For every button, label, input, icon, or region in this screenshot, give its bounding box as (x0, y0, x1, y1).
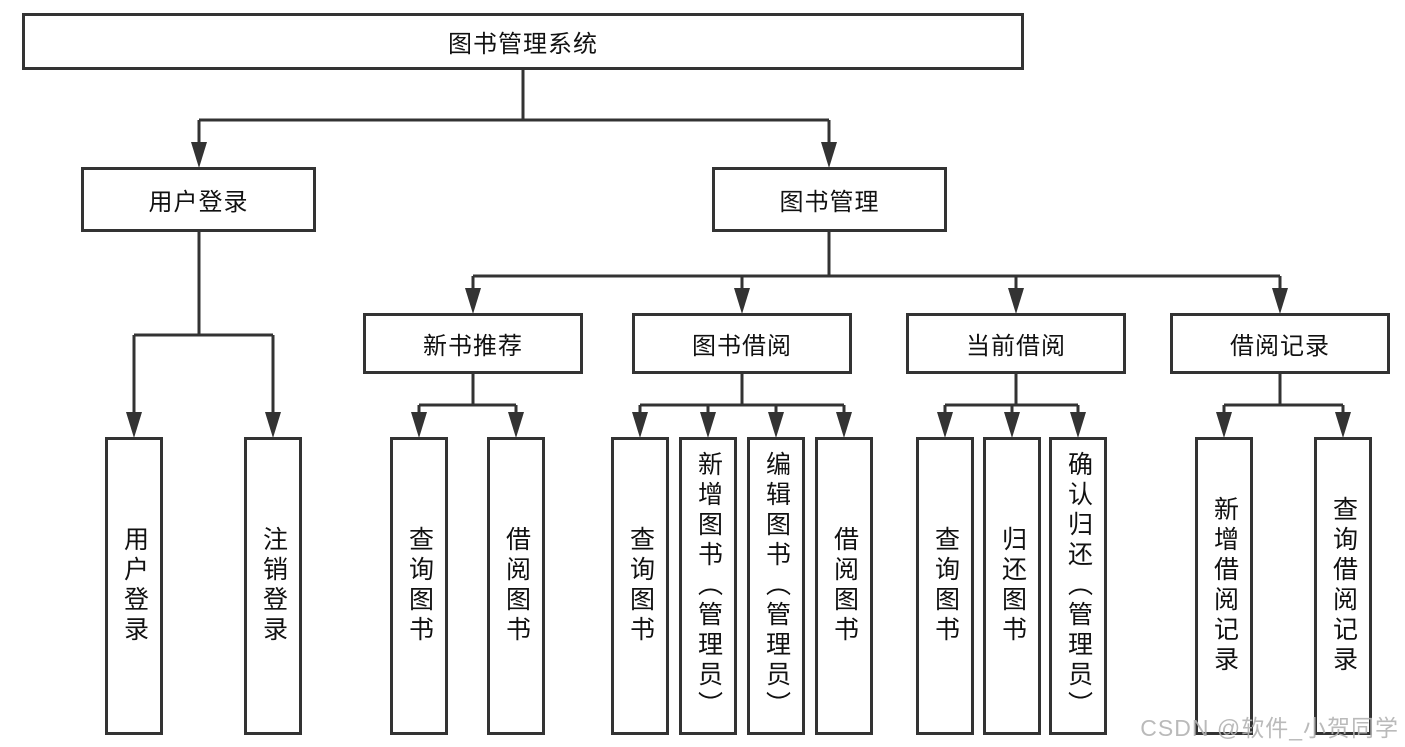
connector-borrow-record-to-leaves (1222, 374, 1345, 414)
arrow-down-icon (465, 288, 481, 314)
leaf-label: 编辑图书（管理员） (762, 451, 791, 721)
arrow-down-icon (508, 412, 524, 438)
arrow-down-icon (265, 412, 281, 438)
leaf-current-query-books: 查询图书 (916, 437, 974, 735)
node-user-login: 用户登录 (81, 167, 316, 232)
arrow-down-icon (411, 412, 427, 438)
arrow-down-icon (1335, 412, 1351, 438)
arrow-down-icon (1272, 288, 1288, 314)
connector-root-to-level2 (197, 70, 831, 144)
arrow-down-icon (1008, 288, 1024, 314)
arrow-down-icon (836, 412, 852, 438)
connector-current-borrow-to-leaves (943, 374, 1080, 414)
leaf-label: 查询图书 (405, 526, 434, 646)
node-book-management: 图书管理 (712, 167, 947, 232)
leaf-newbook-borrow-books: 借阅图书 (487, 437, 545, 735)
leaf-newbook-query-books: 查询图书 (390, 437, 448, 735)
leaf-borrow-add-books-admin: 新增图书（管理员） (679, 437, 737, 735)
connector-new-book-to-leaves (417, 374, 518, 414)
leaf-logout: 注销登录 (244, 437, 302, 735)
leaf-label: 查询借阅记录 (1329, 496, 1358, 676)
node-book-borrow: 图书借阅 (632, 313, 852, 374)
leaf-borrow-query-books: 查询图书 (611, 437, 669, 735)
node-label: 图书借阅 (692, 333, 792, 360)
leaf-borrow-edit-books-admin: 编辑图书（管理员） (747, 437, 805, 735)
arrow-down-icon (700, 412, 716, 438)
arrow-down-icon (937, 412, 953, 438)
leaf-label: 归还图书 (998, 526, 1027, 646)
arrow-down-icon (734, 288, 750, 314)
node-current-borrow: 当前借阅 (906, 313, 1126, 374)
node-label: 用户登录 (148, 189, 249, 216)
leaf-record-query-borrow-record: 查询借阅记录 (1314, 437, 1372, 735)
connector-user-login-to-leaves (132, 232, 275, 414)
node-label: 当前借阅 (966, 333, 1066, 360)
leaf-label: 查询图书 (931, 526, 960, 646)
leaf-label: 借阅图书 (502, 526, 531, 646)
arrow-down-icon (191, 142, 207, 168)
leaf-borrow-borrow-books: 借阅图书 (815, 437, 873, 735)
arrow-down-icon (821, 142, 837, 168)
node-label: 借阅记录 (1230, 333, 1330, 360)
leaf-label: 新增借阅记录 (1210, 496, 1239, 676)
arrow-down-icon (1004, 412, 1020, 438)
leaf-current-return-books: 归还图书 (983, 437, 1041, 735)
node-label: 图书管理系统 (448, 31, 598, 58)
node-label: 图书管理 (779, 189, 880, 216)
arrow-down-icon (1070, 412, 1086, 438)
arrow-down-icon (768, 412, 784, 438)
node-new-book-recommend: 新书推荐 (363, 313, 583, 374)
node-root-system: 图书管理系统 (22, 13, 1024, 70)
leaf-label: 确认归还（管理员） (1064, 451, 1093, 721)
leaf-label: 用户登录 (120, 526, 149, 646)
leaf-label: 注销登录 (259, 526, 288, 646)
leaf-label: 新增图书（管理员） (694, 451, 723, 721)
arrowheads (126, 142, 1351, 438)
node-label: 新书推荐 (423, 333, 523, 360)
arrow-down-icon (126, 412, 142, 438)
connector-book-management-to-modules (471, 232, 1282, 290)
leaf-record-add-borrow-record: 新增借阅记录 (1195, 437, 1253, 735)
node-borrow-records: 借阅记录 (1170, 313, 1390, 374)
leaf-current-confirm-return-admin: 确认归还（管理员） (1049, 437, 1107, 735)
leaf-user-login: 用户登录 (105, 437, 163, 735)
leaf-label: 查询图书 (626, 526, 655, 646)
arrow-down-icon (1216, 412, 1232, 438)
arrow-down-icon (632, 412, 648, 438)
leaf-label: 借阅图书 (830, 526, 859, 646)
connector-book-borrow-to-leaves (638, 374, 846, 414)
csdn-watermark: CSDN @软件_小贺同学 (1140, 715, 1399, 741)
